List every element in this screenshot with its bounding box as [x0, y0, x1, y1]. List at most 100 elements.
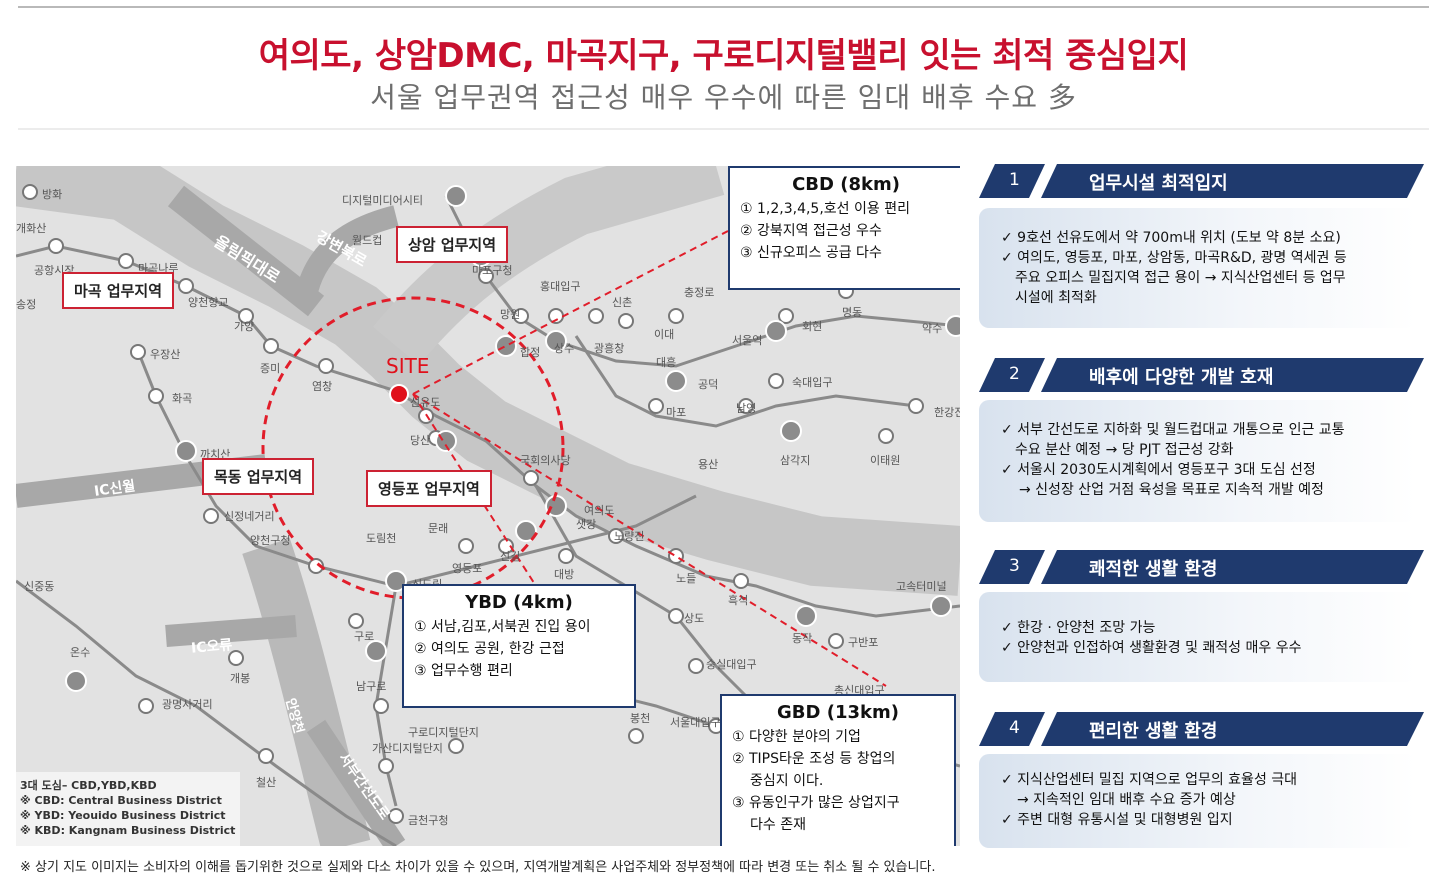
station-label: 신촌	[612, 296, 633, 309]
cbd-box: CBD (8km) ① 1,2,3,4,5,호선 이용 편리 ② 강북지역 접근…	[728, 166, 960, 290]
ybd-title: YBD (4km)	[465, 592, 573, 613]
station-label: 고속터미널	[896, 580, 947, 593]
station-label: 봉천	[630, 712, 651, 725]
ybd-item: ② 여의도 공원, 한강 근접	[414, 641, 565, 657]
station-label: 약수	[922, 322, 943, 335]
station-label: 대흥	[656, 356, 677, 369]
station-label: 노량진	[614, 530, 645, 543]
station-label: 동작	[792, 632, 813, 645]
section-header-banner	[979, 164, 1424, 198]
station-label: 염창	[312, 380, 333, 393]
station-label: 광명사거리	[162, 698, 213, 711]
station-label: 흑석	[728, 594, 749, 607]
station-markers	[22, 184, 924, 824]
station-label: 마포	[666, 406, 687, 419]
cbd-title: CBD (8km)	[792, 174, 900, 195]
station-label: 한강진	[934, 406, 960, 419]
station-label: 명동	[842, 306, 863, 319]
station-label: 삼각지	[780, 454, 811, 467]
section-4-body: ✓ 지식산업센터 밀집 지역으로 업무의 효율성 극대 → 지속적인 임대 배후…	[979, 754, 1417, 848]
station-label: 월드컵	[352, 234, 383, 247]
gbd-item: ② TIPS타운 조성 등 창업의	[732, 751, 896, 767]
station-label: 신정네거리	[224, 510, 275, 523]
section-item: 시설에 최적화	[1015, 290, 1097, 306]
zone-sangam: 상암 업무지역	[396, 226, 509, 263]
page-title: 여의도, 상암DMC, 마곡지구, 구로디지털밸리 잇는 최적 중심입지	[258, 36, 1189, 76]
zone-magok: 마곡 업무지역	[62, 272, 175, 309]
station-label: 홍대입구	[540, 280, 581, 293]
ic-oryu-road	[165, 615, 297, 647]
station-label: 철산	[256, 776, 277, 789]
section-item: ✓ 여의도, 영등포, 마포, 상암동, 마곡R&D, 광명 역세권 등	[1001, 250, 1347, 266]
section-title: 쾌적한 생활 환경	[1089, 559, 1218, 580]
section-item: 주요 오피스 밀집지역 접근 용이 → 지식산업센터 등 업무	[1015, 270, 1346, 286]
section-item: ✓ 서부 간선도로 지하화 및 월드컵대교 개통으로 인근 교통	[1001, 422, 1345, 438]
station-label: 화곡	[172, 392, 193, 405]
station-label: 국회의사당	[520, 454, 571, 467]
station-label: 문래	[428, 522, 449, 535]
station-label: 숙대입구	[792, 376, 833, 389]
station-label: 광흥창	[594, 342, 625, 355]
station-label: 숭실대입구	[706, 658, 757, 671]
station-label: 공덕	[698, 378, 719, 391]
section-item: → 신성장 산업 거점 육성을 목표로 지속적 개발 예정	[1019, 482, 1324, 498]
section-3-body: ✓ 한강 · 안양천 조망 가능 ✓ 안양천과 인접하여 생활환경 및 쾌적성 …	[979, 592, 1417, 682]
gbd-title: GBD (13km)	[777, 702, 899, 723]
page-subtitle: 서울 업무권역 접근성 매우 우수에 따른 임대 배후 수요 多	[370, 81, 1077, 114]
top-rule	[18, 6, 1429, 8]
station-label: 금천구청	[408, 814, 449, 827]
section-header-banner	[979, 550, 1424, 584]
section-item: ✓ 서울시 2030도시계획에서 영등포구 3대 도심 선정	[1001, 462, 1316, 478]
site-label: SITE	[386, 354, 430, 378]
station-label: 마곡나루	[138, 262, 179, 275]
section-3-header: 3 쾌적한 생활 환경	[979, 550, 1424, 584]
header-divider	[18, 128, 1429, 130]
gbd-item: 다수 존재	[750, 817, 806, 833]
station-label: 대방	[554, 568, 575, 581]
legend-line: ※ YBD: Yeouido Business District	[20, 809, 226, 822]
ybd-item: ① 서남,김포,서북권 진입 용이	[414, 619, 591, 635]
section-item: 수요 분산 예정 → 당 PJT 접근성 강화	[1015, 442, 1234, 458]
station-label: 당산	[410, 434, 431, 447]
station-label: 남영	[736, 402, 757, 415]
station-label: 신길	[500, 550, 521, 563]
station-label: 개봉	[230, 672, 251, 685]
map-graphics	[16, 166, 960, 846]
section-item: ✓ 지식산업센터 밀집 지역으로 업무의 효율성 극대	[1001, 772, 1298, 788]
section-number: 4	[1009, 718, 1020, 738]
section-number: 3	[1009, 556, 1020, 576]
station-label: 디지털미디어시티	[342, 194, 423, 207]
zone-mokdong: 목동 업무지역	[202, 458, 315, 495]
station-label: 망원	[500, 308, 521, 321]
section-2-header: 2 배후에 다양한 개발 호재	[979, 358, 1424, 392]
cbd-item: ③ 신규오피스 공급 다수	[740, 245, 882, 261]
station-label: 구로디지털단지	[408, 726, 479, 739]
station-label: 송정	[16, 298, 37, 311]
station-label: 양천향교	[188, 296, 229, 309]
cbd-item: ① 1,2,3,4,5,호선 이용 편리	[740, 201, 910, 217]
station-label: 온수	[70, 646, 91, 659]
station-label: 상수	[554, 342, 575, 355]
seobu-road	[306, 719, 406, 846]
section-number: 1	[1009, 170, 1020, 190]
section-title: 업무시설 최적입지	[1089, 173, 1228, 194]
map-legend: 3대 도심– CBD,YBD,KBD ※ CBD: Central Busine…	[16, 772, 240, 846]
site-marker	[389, 384, 409, 404]
gbd-item: 중심지 이다.	[750, 773, 824, 789]
station-label: 영등포	[452, 562, 483, 575]
section-header-banner	[979, 358, 1424, 392]
road-label-ic-oryu: IC오류	[190, 637, 233, 657]
station-label: 까치산	[200, 448, 231, 461]
gbd-item: ③ 유동인구가 많은 상업지구	[732, 795, 900, 811]
station-label: 우장산	[150, 348, 181, 361]
station-label: 합정	[520, 346, 541, 359]
legend-line: ※ CBD: Central Business District	[20, 794, 222, 807]
gbd-box: GBD (13km) ① 다양한 분야의 기업 ② TIPS타운 조성 등 창업…	[720, 694, 956, 846]
station-label: 상도	[684, 612, 705, 625]
station-label: 여의도	[584, 504, 615, 517]
olympic-road	[167, 185, 325, 317]
section-title: 편리한 생활 환경	[1089, 721, 1218, 742]
disclaimer-footnote: ※ 상기 지도 이미지는 소비자의 이해를 돕기위한 것으로 실제와 다소 차이…	[20, 860, 936, 875]
station-label: 용산	[698, 458, 719, 471]
legend-line: ※ KBD: Kangnam Business District	[20, 824, 236, 837]
